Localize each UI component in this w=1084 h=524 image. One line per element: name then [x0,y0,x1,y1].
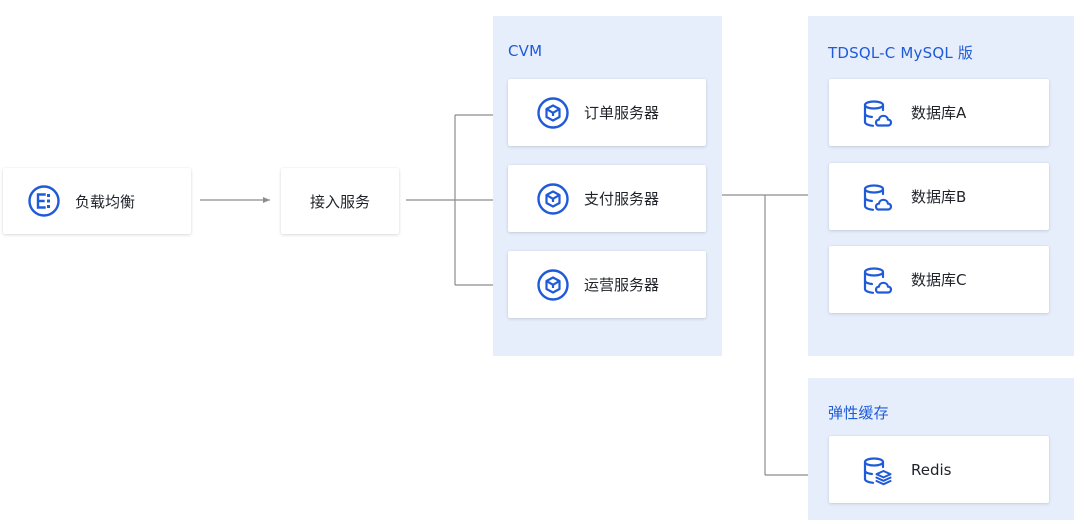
redis-label: Redis [911,460,952,479]
redis-node[interactable]: Redis [829,436,1049,503]
cube-icon [536,96,570,130]
order-server-node[interactable]: 订单服务器 [508,79,706,146]
cube-icon [536,182,570,216]
payment-server-label: 支付服务器 [584,190,660,208]
cache-group-title: 弹性缓存 [828,404,889,422]
cvm-group-title: CVM [508,42,543,60]
redis-database-icon [859,453,893,487]
cache-group: 弹性缓存 Redis [808,378,1074,520]
database-c-node[interactable]: 数据库C [829,246,1049,313]
cloud-database-icon [859,96,893,130]
ops-server-node[interactable]: 运营服务器 [508,251,706,318]
payment-server-node[interactable]: 支付服务器 [508,165,706,232]
cloud-database-icon [859,180,893,214]
access-service-node[interactable]: 接入服务 [281,168,399,234]
cloud-database-icon [859,263,893,297]
order-server-label: 订单服务器 [584,104,660,122]
database-b-node[interactable]: 数据库B [829,163,1049,230]
cvm-group: CVM 订单服务器 支付服务器 运 [493,16,722,356]
database-b-label: 数据库B [911,188,967,206]
ops-server-label: 运营服务器 [584,276,660,294]
load-balancer-icon [27,184,61,218]
database-a-node[interactable]: 数据库A [829,79,1049,146]
cube-icon [536,268,570,302]
load-balancer-node[interactable]: 负载均衡 [3,168,191,234]
database-a-label: 数据库A [911,104,967,122]
access-service-label: 接入服务 [309,192,370,211]
load-balancer-label: 负载均衡 [75,192,136,211]
tdsql-group-title: TDSQL-C MySQL 版 [828,44,974,62]
tdsql-group: TDSQL-C MySQL 版 数据库A 数据库B [808,16,1074,356]
database-c-label: 数据库C [911,271,967,289]
